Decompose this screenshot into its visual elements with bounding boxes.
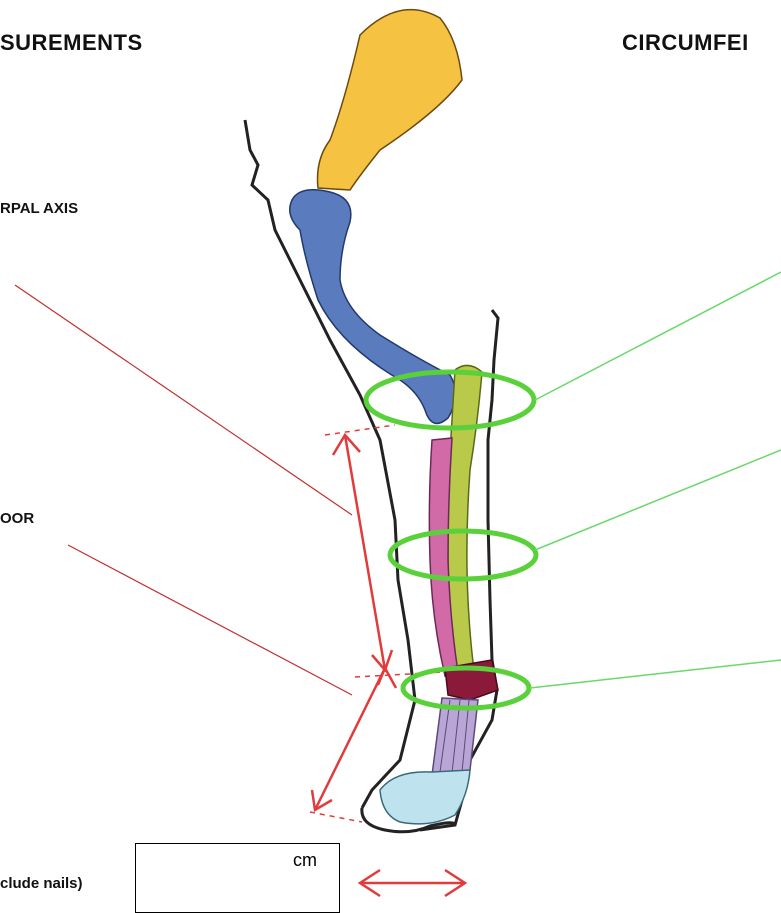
circumference-pointer-lines bbox=[530, 272, 781, 688]
leader-lines-red bbox=[15, 285, 352, 695]
paw-width-arrow bbox=[360, 870, 465, 896]
scapula-bone bbox=[318, 10, 463, 190]
length-measurement-arrows bbox=[310, 425, 445, 822]
